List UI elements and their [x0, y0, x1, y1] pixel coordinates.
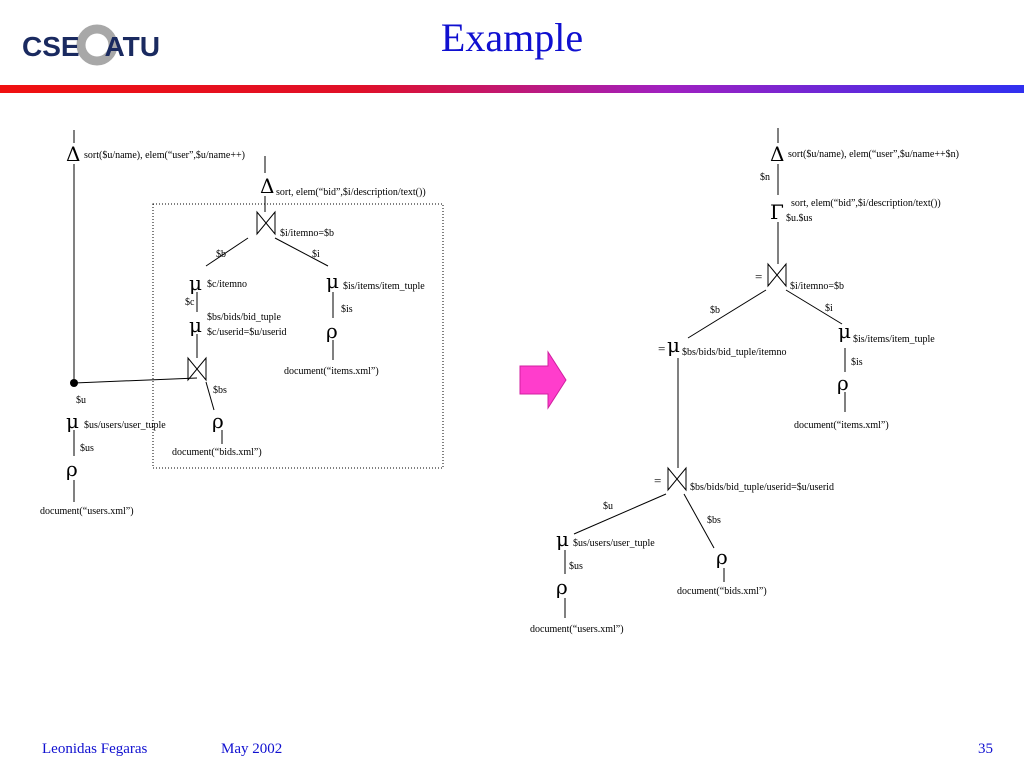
left-doc-items-label: document(“items.xml”) — [284, 366, 379, 377]
right-eq-marker: = — [654, 473, 661, 488]
left-doc-users-label: document(“users.xml”) — [40, 506, 134, 517]
left-bid-sort-label: sort, elem(“bid”,$i/description/text()) — [276, 187, 426, 198]
left-var-b-label: $b — [216, 249, 226, 260]
left-var-is-label: $is — [341, 304, 353, 315]
left-bs-bids-label: $bs/bids/bid_tuple — [207, 312, 281, 323]
right-join-itemno-label: $i/itemno=$b — [790, 281, 844, 292]
mu-symbol: μ — [189, 271, 202, 295]
right-var-bs-label: $bs — [707, 515, 721, 526]
left-var-c-label: $c — [185, 297, 195, 308]
left-us-users-label: $us/users/user_tuple — [84, 420, 166, 431]
delta-symbol: Δ — [66, 142, 80, 166]
title-divider-bar — [0, 85, 1024, 93]
right-eq-marker: = — [658, 341, 665, 356]
left-c-userid-label: $c/userid=$u/userid — [207, 327, 287, 338]
right-top-sort-label: sort($u/name), elem(“user”,$u/name++$n) — [788, 149, 959, 160]
cse-uta-logo: CSE UTA — [22, 24, 160, 66]
right-join-userid-label: $bs/bids/bid_tuple/userid=$u/userid — [690, 482, 834, 493]
right-var-n-label: $n — [760, 172, 770, 183]
junction-dot — [70, 379, 78, 387]
slide-title: Example — [440, 15, 584, 60]
mu-symbol: μ — [189, 313, 202, 337]
delta-symbol: Δ — [260, 174, 274, 198]
left-var-u-label: $u — [76, 395, 86, 406]
mu-symbol: μ — [66, 409, 79, 433]
right-var-is-label: $is — [851, 357, 863, 368]
rho-symbol: ρ — [837, 371, 849, 395]
rho-symbol: ρ — [716, 545, 728, 569]
mu-symbol: μ — [556, 527, 569, 551]
left-doc-bids-label: document(“bids.xml”) — [172, 447, 262, 458]
right-doc-bids-label: document(“bids.xml”) — [677, 586, 767, 597]
left-join-itemno-label: $i/itemno=$b — [280, 228, 334, 239]
svg-text:UTA: UTA — [105, 31, 160, 62]
gamma-symbol: Γ — [770, 200, 784, 224]
left-is-items-label: $is/items/item_tuple — [343, 281, 425, 292]
right-bs-itemno-label: $bs/bids/bid_tuple/itemno — [682, 347, 786, 358]
right-gamma-sort-label: sort, elem(“bid”,$i/description/text()) — [791, 198, 941, 209]
footer-date: May 2002 — [221, 741, 283, 757]
right-var-b-label: $b — [710, 305, 720, 316]
mu-symbol: μ — [326, 269, 339, 293]
delta-symbol: Δ — [770, 142, 784, 166]
svg-text:CSE: CSE — [22, 31, 80, 62]
right-doc-users-label: document(“users.xml”) — [530, 624, 624, 635]
right-gamma-vars-label: $u.$us — [786, 213, 813, 224]
right-doc-items-label: document(“items.xml”) — [794, 420, 889, 431]
right-is-items-label: $is/items/item_tuple — [853, 334, 935, 345]
right-var-i-label: $i — [825, 303, 833, 314]
right-var-u-label: $u — [603, 501, 613, 512]
rho-symbol: ρ — [212, 409, 224, 433]
mu-symbol: μ — [838, 319, 851, 343]
right-us-users-label: $us/users/user_tuple — [573, 538, 655, 549]
footer-page-number: 35 — [978, 741, 993, 757]
rho-symbol: ρ — [66, 457, 78, 481]
left-var-i-label: $i — [312, 249, 320, 260]
left-var-bs-label: $bs — [213, 385, 227, 396]
rho-symbol: ρ — [556, 575, 568, 599]
left-top-sort-label: sort($u/name), elem(“user”,$u/name++) — [84, 150, 245, 161]
left-var-us-label: $us — [80, 443, 94, 454]
left-c-itemno-label: $c/itemno — [207, 279, 247, 290]
mu-symbol: μ — [667, 333, 680, 357]
rho-symbol: ρ — [326, 319, 338, 343]
footer-author: Leonidas Fegaras — [42, 741, 148, 757]
right-var-us-label: $us — [569, 561, 583, 572]
transform-arrow — [519, 350, 567, 410]
right-eq-marker: = — [755, 269, 762, 284]
